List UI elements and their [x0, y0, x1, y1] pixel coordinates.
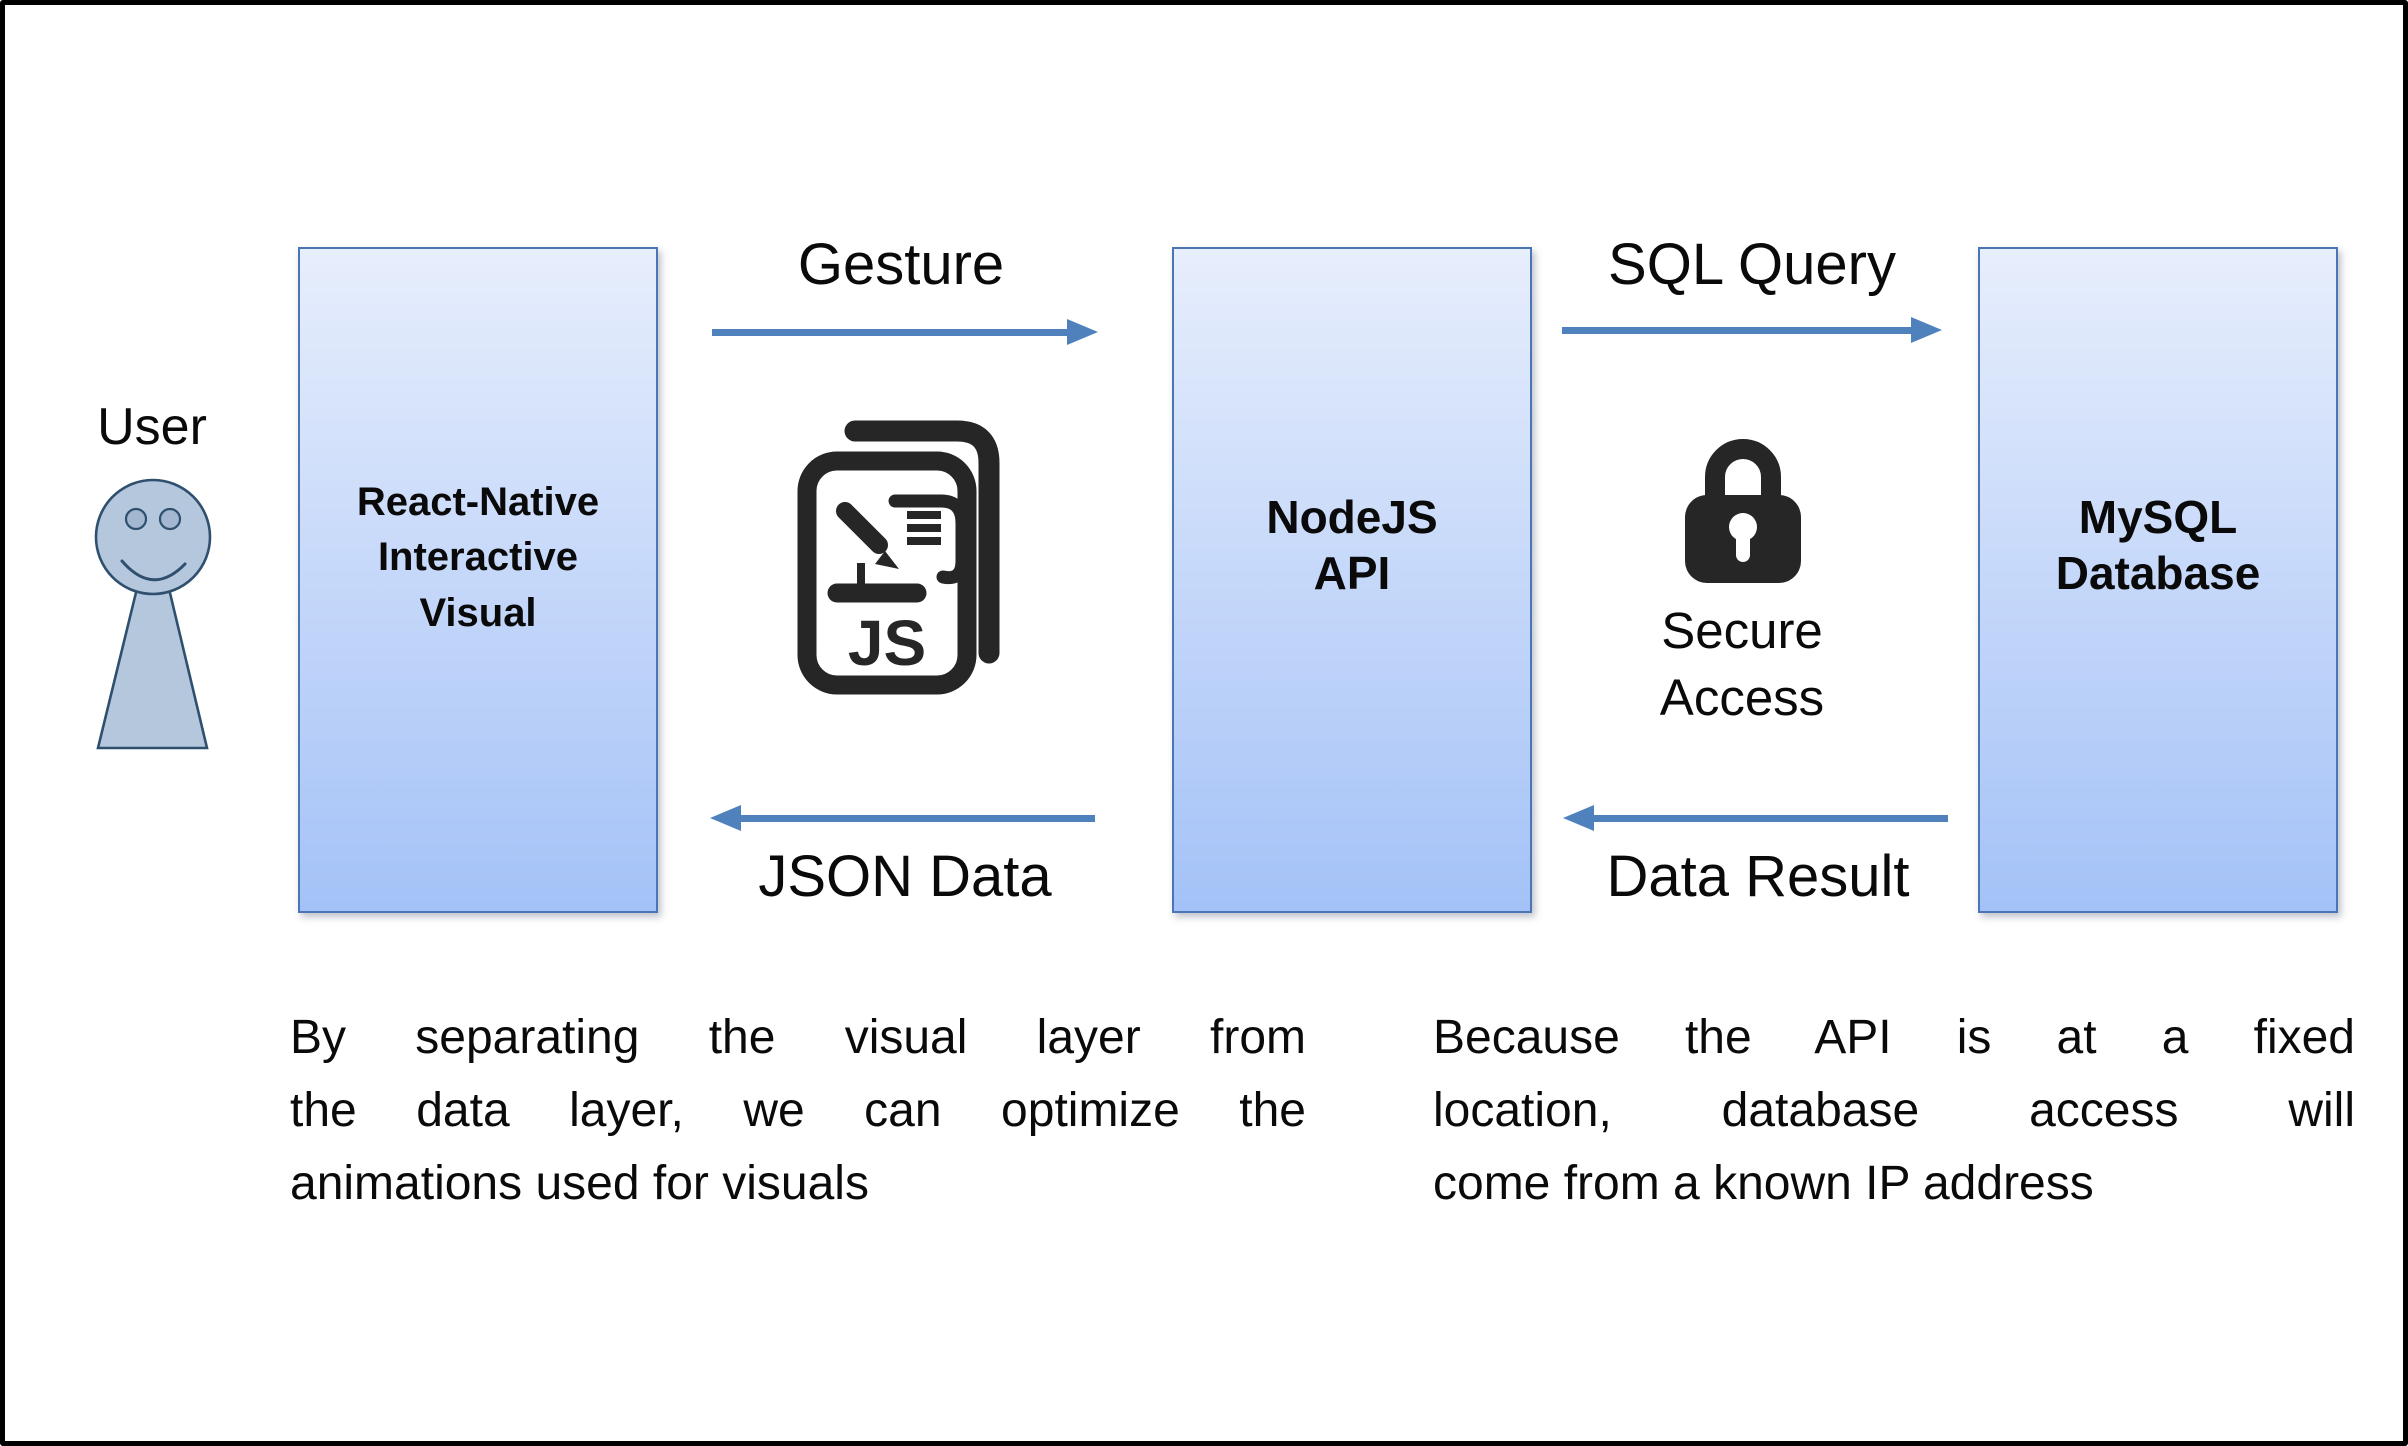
data-result-arrow-label: Data Result	[1606, 844, 1910, 909]
padlock-icon	[1685, 439, 1801, 583]
secure-access-label: Secure Access	[1577, 597, 1907, 731]
note-right-line3: come from a known IP address	[1433, 1157, 2094, 1210]
note-right-line2: location, database access will	[1433, 1084, 2355, 1137]
user-label: User	[97, 398, 207, 456]
arrow-line	[1562, 326, 1911, 334]
react-title-line1: React-Native	[356, 480, 600, 525]
js-document-icon: JS	[797, 420, 1000, 695]
mysql-title-line2: Database	[2055, 547, 2261, 599]
nodejs-api-box-title: NodeJS API	[1266, 489, 1437, 601]
note-left-line1: By separating the visual layer from	[290, 1011, 1306, 1064]
nodejs-title-line2: API	[1313, 547, 1391, 599]
nodejs-title-line1: NodeJS	[1266, 490, 1438, 543]
secure-access-line2: Access	[1659, 669, 1825, 726]
json-data-arrow	[710, 805, 1095, 831]
arrowhead-right-icon	[1911, 317, 1942, 343]
arrowhead-left-icon	[1563, 805, 1594, 831]
arrowhead-right-icon	[1067, 319, 1098, 345]
note-fixed-ip: Because the API is at a fixed location, …	[1433, 1001, 2355, 1220]
nodejs-api-box: NodeJS API	[1172, 247, 1532, 913]
note-right-line1: Because the API is at a fixed	[1433, 1011, 2355, 1064]
js-icon-text: JS	[848, 607, 926, 679]
arrow-line	[1594, 814, 1948, 822]
arrowhead-left-icon	[710, 805, 741, 831]
react-title-line2: Interactive	[377, 535, 579, 580]
gesture-arrow	[712, 319, 1098, 345]
sql-query-arrow	[1562, 317, 1942, 343]
sql-query-arrow-label: SQL Query	[1608, 232, 1896, 297]
note-visual-layer: By separating the visual layer from the …	[290, 1001, 1306, 1220]
arrow-line	[741, 814, 1095, 822]
note-left-line3: animations used for visuals	[290, 1157, 869, 1210]
user-figure-icon	[94, 478, 212, 750]
mysql-database-box-title: MySQL Database	[2056, 489, 2261, 601]
react-native-box-title: React-Native Interactive Visual	[357, 475, 599, 641]
react-native-box: React-Native Interactive Visual	[298, 247, 658, 913]
arrow-line	[712, 328, 1067, 336]
mysql-database-box: MySQL Database	[1978, 247, 2338, 913]
data-result-arrow	[1563, 805, 1948, 831]
secure-access-line1: Secure	[1661, 602, 1823, 659]
json-data-arrow-label: JSON Data	[758, 844, 1052, 909]
mysql-title-line1: MySQL	[2078, 490, 2238, 543]
gesture-arrow-label: Gesture	[797, 232, 1005, 297]
note-left-line2: the data layer, we can optimize the	[290, 1084, 1306, 1137]
react-title-line3: Visual	[419, 590, 537, 635]
